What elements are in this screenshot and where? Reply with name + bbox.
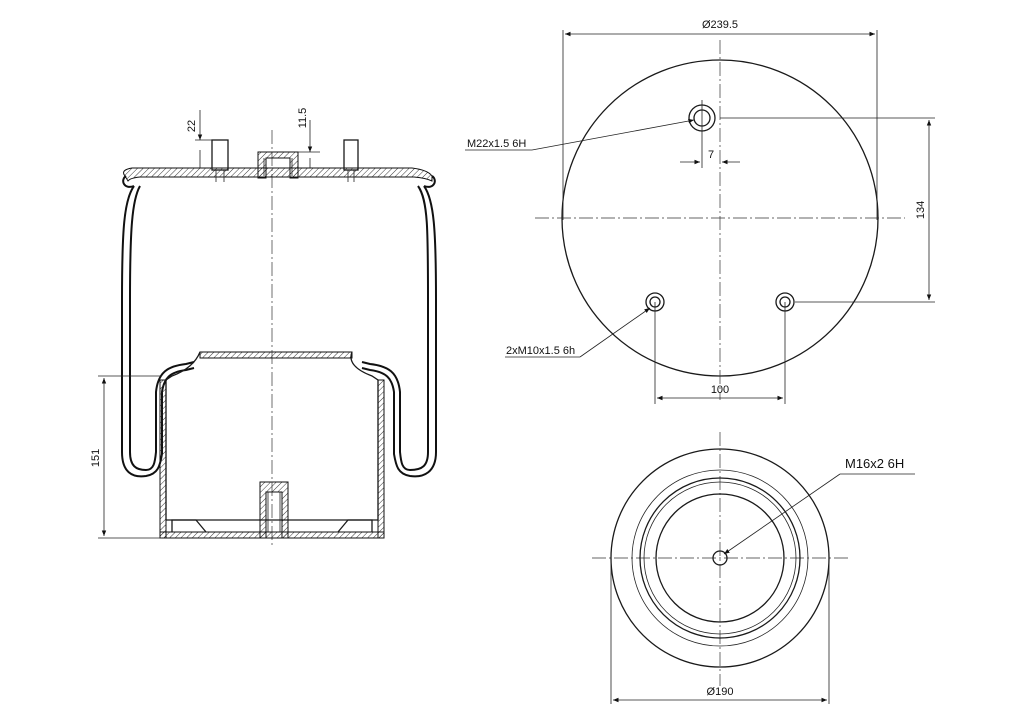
piston-base-recess bbox=[171, 519, 373, 533]
bellows-inner bbox=[129, 185, 195, 472]
dim-22-label: 22 bbox=[186, 120, 198, 132]
bottom-ring-2 bbox=[639, 477, 801, 639]
top-plate bbox=[123, 167, 433, 182]
dim-d239-label: Ø239.5 bbox=[702, 19, 738, 31]
bottom-center-hole bbox=[712, 550, 728, 566]
m16-label: M16x2 6H bbox=[845, 456, 904, 471]
dim-134-label: 134 bbox=[915, 201, 927, 219]
piston-wall-left bbox=[159, 379, 167, 539]
piston-bottom bbox=[159, 531, 385, 539]
left-stud bbox=[211, 139, 229, 171]
piston-wall-right bbox=[377, 379, 385, 539]
bottom-ring-3 bbox=[643, 481, 797, 635]
dim-d190-label: Ø190 bbox=[707, 686, 734, 698]
bellows-inner-right bbox=[361, 185, 429, 472]
m22-label: M22x1.5 6H bbox=[467, 138, 526, 150]
bellows-outer-right bbox=[361, 185, 437, 478]
left-crimp bbox=[122, 175, 135, 188]
dim-100-label: 100 bbox=[711, 384, 729, 396]
air-fitting bbox=[257, 151, 299, 179]
dim-7-label: 7 bbox=[708, 149, 714, 161]
section-view: 22 11.5 151 bbox=[90, 108, 437, 545]
bottom-view: Ø190 M16x2 6H bbox=[592, 432, 915, 704]
bellows-outer bbox=[121, 185, 195, 478]
dim-11-5-label: 11.5 bbox=[297, 108, 309, 129]
bottom-ring-1 bbox=[631, 469, 809, 647]
m10-label: 2xM10x1.5 6h bbox=[506, 345, 575, 357]
bottom-ring-4 bbox=[655, 493, 785, 623]
piston-top bbox=[199, 351, 353, 359]
piston-boss bbox=[259, 481, 289, 539]
dim-151-label: 151 bbox=[90, 449, 102, 467]
right-stud bbox=[343, 139, 359, 171]
piston-body bbox=[165, 351, 379, 521]
top-view: Ø239.5 134 7 100 M22x1.5 6H 2xM10x1.5 6h bbox=[465, 19, 935, 404]
bottom-outer-circle bbox=[610, 448, 830, 668]
right-crimp bbox=[423, 175, 436, 188]
